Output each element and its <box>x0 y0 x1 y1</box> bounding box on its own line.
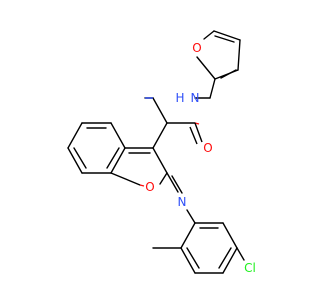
ring-oxygen-label: O <box>145 180 154 194</box>
bond-double <box>186 247 200 269</box>
bond <box>110 122 126 149</box>
bond <box>159 172 168 185</box>
bond <box>222 222 238 249</box>
bond <box>186 209 196 224</box>
bond-double <box>73 147 87 169</box>
bond <box>110 147 126 174</box>
bond <box>152 122 168 149</box>
bond <box>236 247 245 261</box>
amide-nitrogen-label: N <box>191 91 200 105</box>
atom-labels: O N H O O N Cl <box>145 41 256 275</box>
bond-double <box>106 147 120 169</box>
bond <box>180 222 196 249</box>
bond <box>152 147 168 174</box>
bond <box>180 247 196 274</box>
bond <box>222 247 238 274</box>
chlorine-label: Cl <box>244 261 256 275</box>
bond-oxygen <box>139 184 145 187</box>
heteroatom-bonds <box>139 97 200 187</box>
carbonyl-double-bond-second <box>189 126 198 145</box>
bond <box>67 147 83 174</box>
bond <box>171 175 183 194</box>
bond <box>237 39 241 71</box>
bond-skeleton <box>67 30 245 274</box>
bond <box>110 172 141 186</box>
amide-hydrogen-label: H <box>175 91 184 105</box>
molecule-structure-diagram: O N H O O N Cl <box>67 30 256 275</box>
bond <box>166 172 179 193</box>
carbonyl-double-bond <box>194 122 203 143</box>
bond <box>196 56 216 80</box>
carbonyl-oxygen-label: O <box>203 141 212 155</box>
bond <box>213 30 241 41</box>
bond <box>209 78 216 99</box>
bond-double <box>214 35 235 43</box>
imine-nitrogen-label: N <box>178 195 187 209</box>
furan-oxygen-label: O <box>192 41 201 55</box>
bond <box>203 30 215 40</box>
bond <box>152 97 168 124</box>
bond-double <box>218 247 232 269</box>
bond <box>67 122 83 149</box>
bond-double <box>220 69 237 79</box>
